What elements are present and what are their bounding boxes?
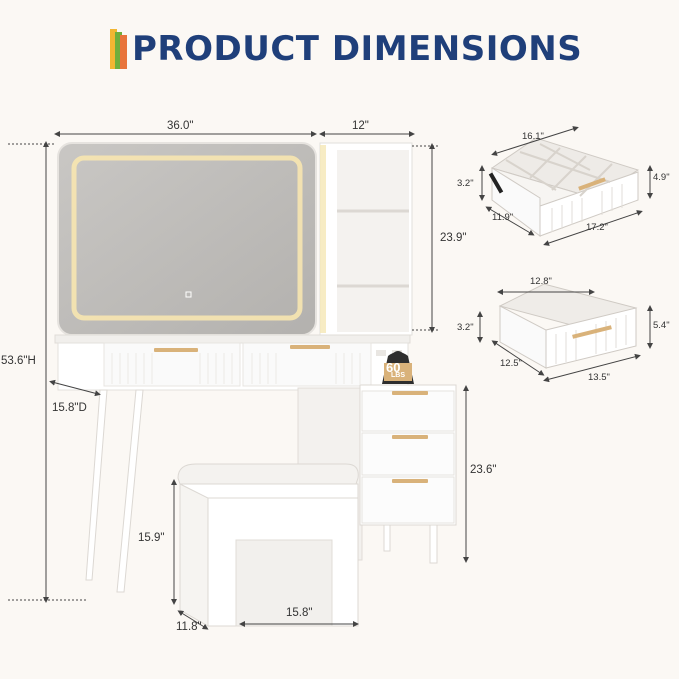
drawer-handle (578, 177, 606, 191)
drawer-handle (154, 348, 198, 352)
organizer-width-label: 16.1" (522, 131, 544, 142)
stool-cushion (177, 463, 359, 485)
drawer-handle (290, 345, 330, 349)
leg (116, 389, 144, 593)
organizer-length-label: 17.2" (586, 222, 608, 233)
stool-depth-label: 11.8" (176, 621, 202, 633)
storage-drawer (498, 283, 638, 369)
drawer-handle (392, 479, 428, 483)
depth-label: 15.8"D (52, 402, 87, 414)
weight-badge (382, 351, 414, 384)
vanity-width-label: 36.0" (167, 120, 194, 132)
drawer-length-label: 13.5" (588, 372, 610, 383)
stool-width-label: 15.8" (286, 607, 313, 619)
mirror (57, 142, 317, 336)
dimension-lines (8, 126, 653, 630)
organizer-outer-height-label: 4.9" (653, 172, 670, 183)
desktop (54, 334, 411, 344)
total-height-label: 53.6"H (1, 355, 36, 367)
title-text: PRODUCT DIMENSIONS (132, 29, 583, 69)
drawer-height-label-small: 3.2" (457, 322, 474, 333)
top-drawer-right (242, 342, 372, 387)
drawer-handle (392, 391, 428, 395)
page-title: PRODUCT DIMENSIONS (110, 26, 582, 72)
weight-badge-value: 60 (386, 360, 401, 375)
drawer-outer-height-label: 5.4" (653, 320, 670, 331)
brand-logo-icon (110, 29, 128, 69)
organizer-height-label: 3.2" (457, 178, 474, 189)
stool-illustration (177, 463, 359, 627)
drawer-width-label: 12.8" (530, 276, 552, 287)
vanity-illustration (54, 142, 457, 593)
drawer-handle (572, 325, 612, 339)
organizer-depth-label: 11.9" (492, 212, 514, 223)
mirror-light-ring (71, 155, 303, 321)
drawer-height-label: 23.6" (470, 464, 497, 476)
drawer-depth-label: 12.5" (500, 358, 522, 369)
drawer-handle (392, 435, 428, 439)
leg (85, 389, 108, 581)
stool-height-label: 15.9" (138, 532, 165, 544)
drawer-slide-rail (488, 172, 504, 194)
weight-badge-unit: LBS (391, 372, 405, 379)
touch-switch-icon (185, 291, 192, 298)
mirror-height-label: 23.9" (440, 232, 467, 244)
cabinet-width-label: 12" (352, 120, 369, 132)
